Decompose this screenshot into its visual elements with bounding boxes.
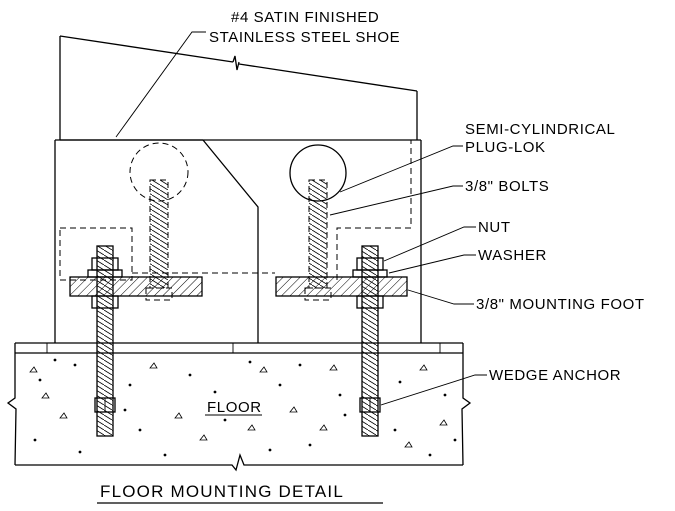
right-anchor-stud bbox=[352, 245, 388, 437]
left-anchor-stud bbox=[87, 245, 123, 437]
left-lower-nut bbox=[91, 295, 119, 309]
right-washer bbox=[352, 269, 388, 278]
floor-label: FLOOR bbox=[207, 399, 262, 416]
shoe-label-line1: #4 SATIN FINISHED bbox=[231, 9, 379, 26]
bolts-label: 3/8" BOLTS bbox=[465, 178, 549, 195]
plug-lok-label-line2: PLUG-LOK bbox=[465, 139, 546, 156]
wedge-anchor-label: WEDGE ANCHOR bbox=[489, 367, 621, 384]
right-mounting-foot bbox=[275, 276, 408, 297]
drawing-title: FLOOR MOUNTING DETAIL bbox=[97, 482, 383, 504]
mounting-foot-label: 3/8" MOUNTING FOOT bbox=[476, 296, 645, 313]
floor-slab: FLOOR bbox=[6, 342, 472, 472]
title-text: FLOOR MOUNTING DETAIL bbox=[100, 482, 344, 501]
nut-label: NUT bbox=[478, 219, 511, 236]
left-washer bbox=[87, 269, 123, 278]
washer-label: WASHER bbox=[478, 247, 547, 264]
right-lower-nut bbox=[356, 295, 384, 309]
concrete-stipple bbox=[29, 358, 457, 457]
shoe-label-line2: STAINLESS STEEL SHOE bbox=[209, 29, 400, 46]
left-mounting-foot bbox=[69, 276, 203, 297]
plug-lok-label-line1: SEMI-CYLINDRICAL bbox=[465, 121, 615, 138]
callouts: #4 SATIN FINISHED STAINLESS STEEL SHOE S… bbox=[115, 9, 645, 406]
